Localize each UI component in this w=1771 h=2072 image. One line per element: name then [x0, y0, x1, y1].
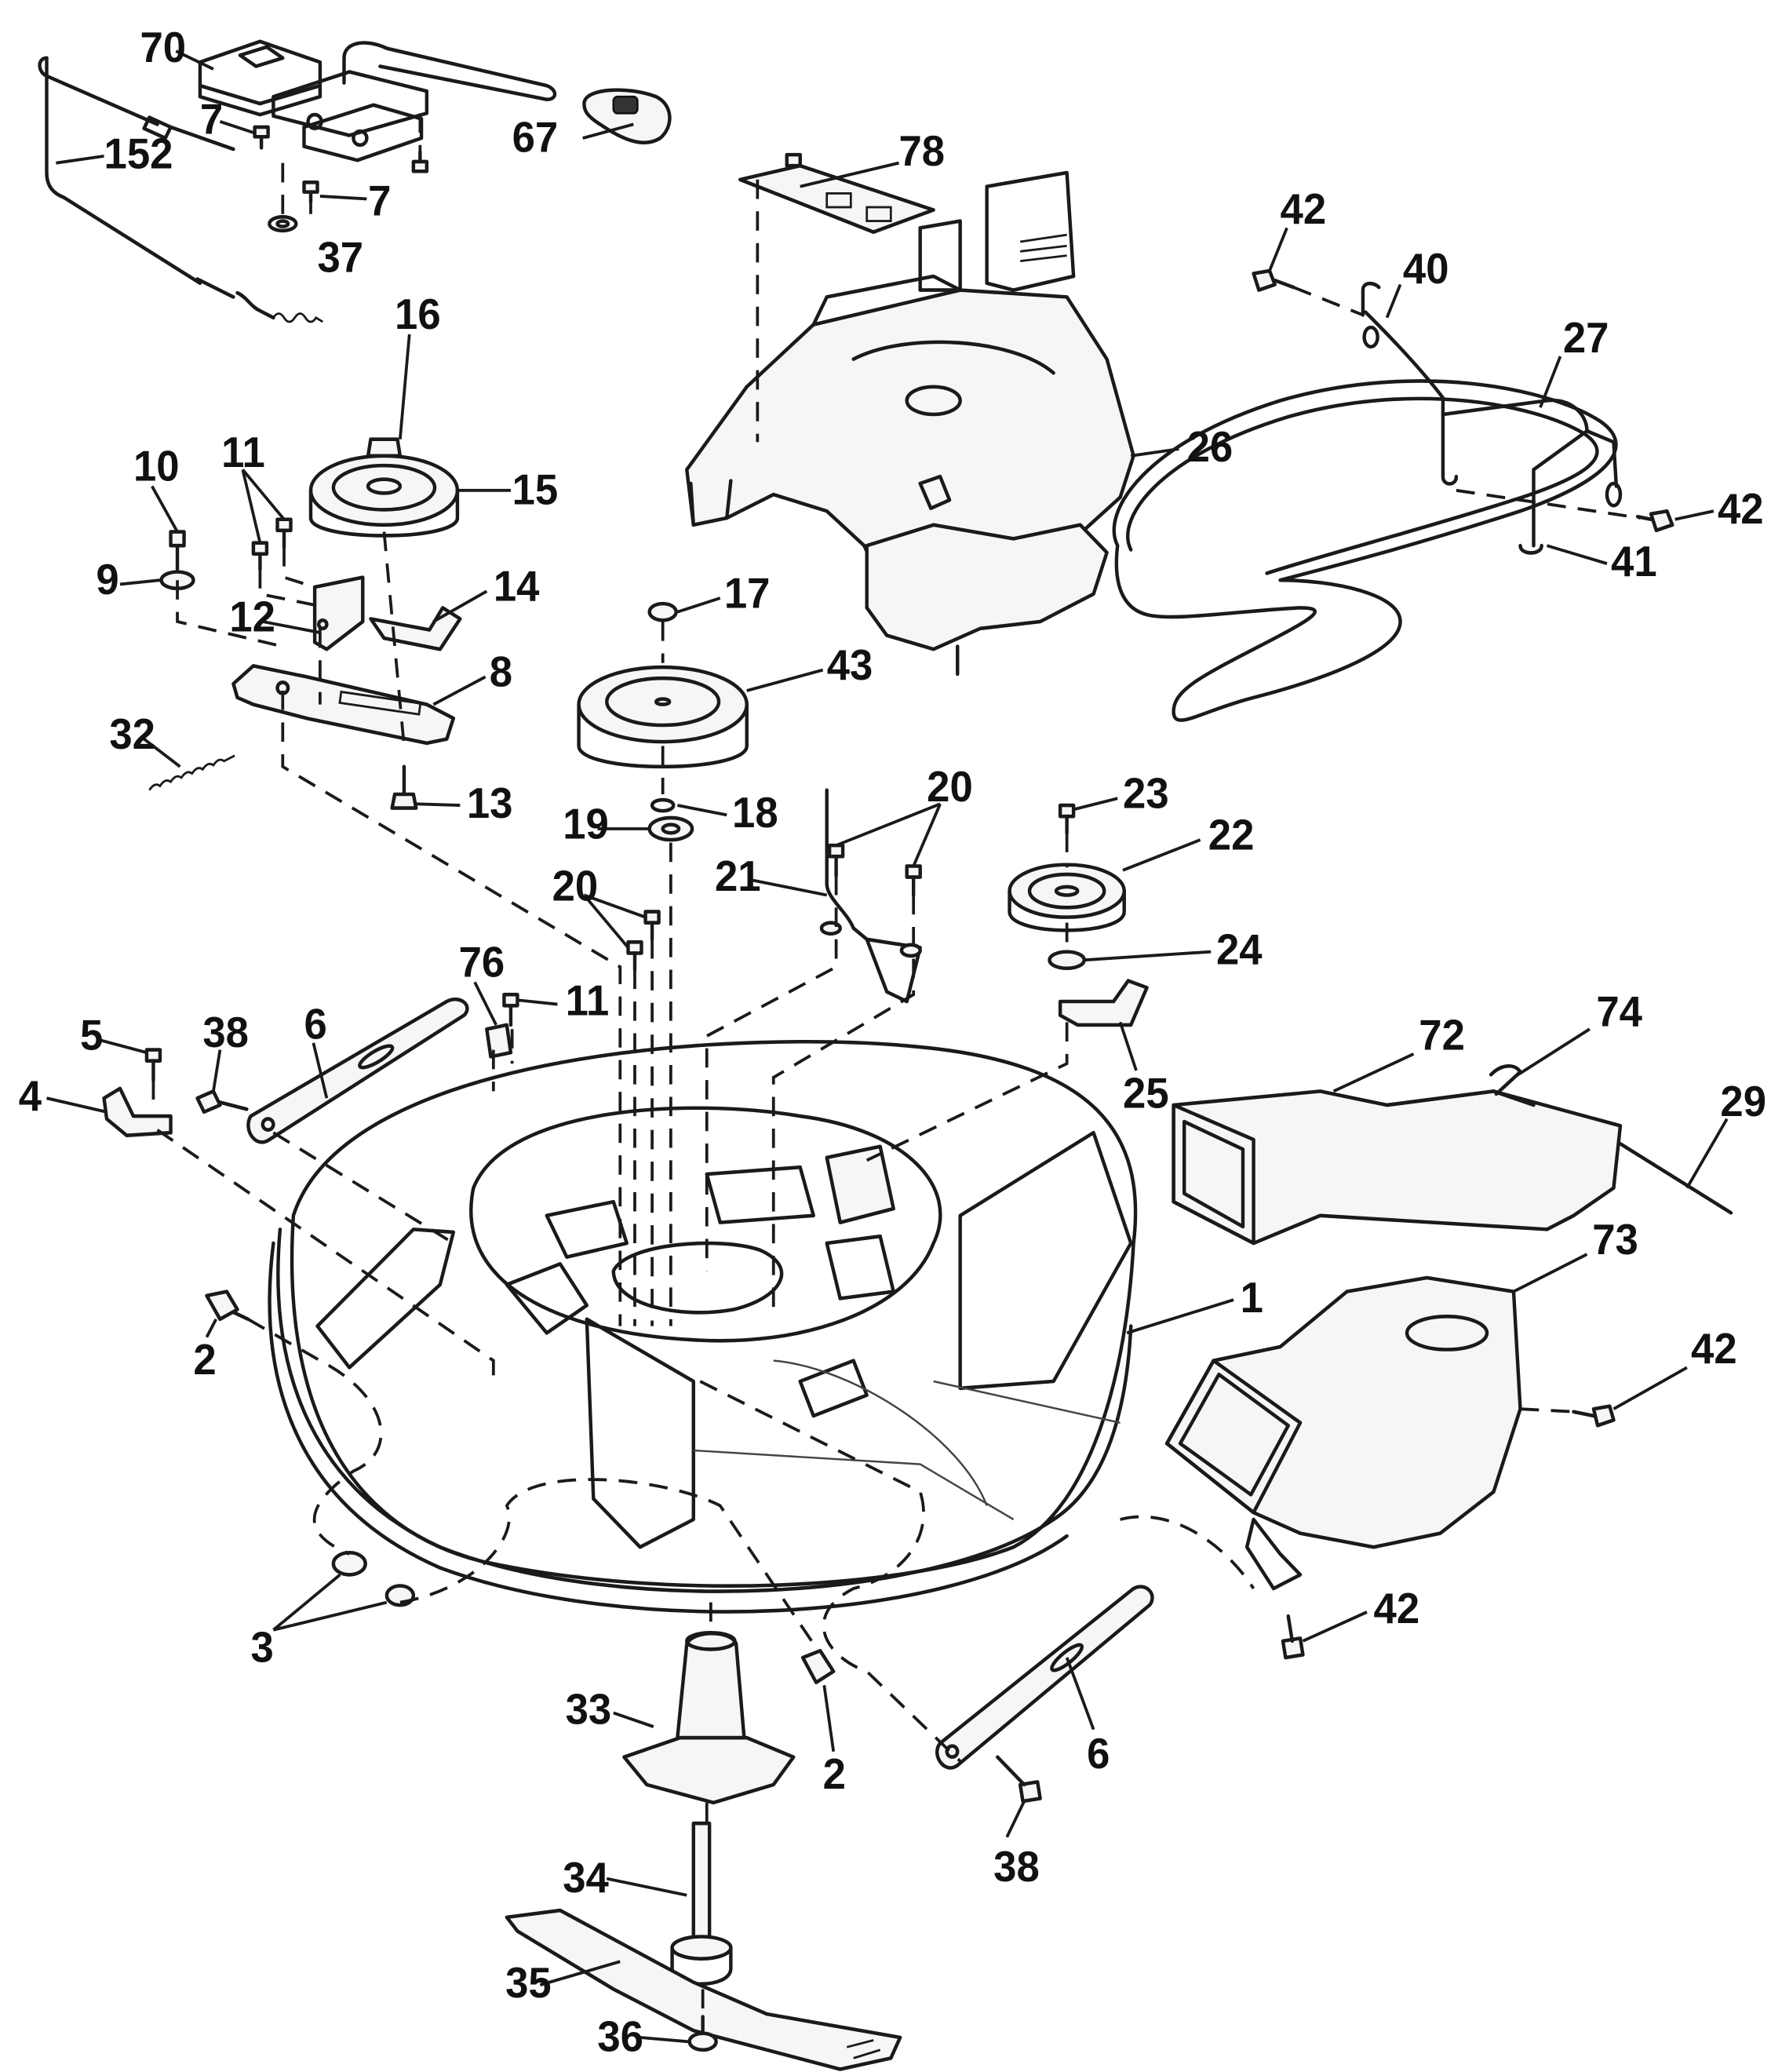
bracket-4 — [102, 1086, 173, 1138]
callout-40: 40 — [1403, 245, 1449, 293]
callout-24: 24 — [1216, 926, 1263, 974]
callout-11: 11 — [566, 977, 610, 1025]
callout-42: 42 — [1718, 485, 1764, 533]
bolt-13 — [390, 764, 418, 810]
idler-arm-8 — [231, 664, 456, 746]
washer-37 — [268, 215, 298, 233]
bracket-25 — [1058, 979, 1149, 1027]
callout-7: 7 — [200, 96, 223, 144]
callout-23: 23 — [1123, 770, 1169, 818]
callout-36: 36 — [597, 2013, 643, 2061]
height-bracket-76 — [485, 992, 519, 1059]
deck-lift-bracket — [198, 39, 557, 162]
callout-152: 152 — [104, 130, 173, 178]
spring-32 — [148, 754, 235, 791]
idler-bracket-12 — [312, 575, 365, 651]
callout-15: 15 — [512, 466, 559, 514]
knob-67 — [582, 88, 672, 145]
callout-12: 12 — [229, 593, 275, 640]
callout-38: 38 — [202, 1009, 249, 1056]
callout-18: 18 — [732, 789, 778, 837]
callout-10: 10 — [133, 443, 180, 491]
idler-pulley-22 — [1008, 863, 1126, 932]
callout-20: 20 — [927, 763, 973, 811]
callout-27: 27 — [1563, 314, 1609, 362]
link-6-top — [246, 998, 469, 1144]
callout-20: 20 — [552, 863, 599, 910]
link-6-bottom — [935, 1585, 1154, 1770]
deck-cover-26 — [685, 170, 1135, 677]
pulley-43 — [577, 665, 749, 768]
callout-32: 32 — [109, 710, 155, 758]
callout-13: 13 — [467, 779, 513, 827]
bolt-7-left — [253, 125, 270, 150]
callout-9: 9 — [96, 556, 118, 604]
callout-11: 11 — [221, 429, 265, 476]
callout-42: 42 — [1374, 1585, 1420, 1632]
idler-arm-21 — [819, 788, 922, 1004]
callout-33: 33 — [566, 1686, 612, 1734]
callout-16: 16 — [395, 290, 441, 338]
nut-17 — [647, 601, 678, 622]
idler-pulley-15 — [308, 437, 460, 538]
chute-72 — [1172, 1089, 1623, 1246]
deck-plate-78 — [738, 152, 935, 234]
callout-34: 34 — [563, 1854, 609, 1902]
callout-5: 5 — [80, 1012, 103, 1060]
callout-43: 43 — [827, 641, 873, 689]
assembly-dashed-lines — [151, 113, 1641, 2017]
bearing-18-19 — [647, 797, 694, 842]
callout-3: 3 — [251, 1623, 274, 1671]
callout-26: 26 — [1187, 423, 1234, 471]
callout-6: 6 — [1087, 1730, 1110, 1778]
callout-35: 35 — [505, 1959, 552, 2007]
deck-shell-1 — [268, 1040, 1138, 1614]
blade-bolt-36 — [687, 2015, 718, 2052]
callout-38: 38 — [993, 1843, 1040, 1891]
callout-78: 78 — [898, 127, 945, 175]
bolts-42-chute — [1281, 1404, 1616, 1660]
callout-labels: 70 7 7 152 37 67 78 42 40 27 42 41 26 16… — [19, 24, 1766, 2060]
callout-29: 29 — [1720, 1078, 1766, 1125]
bolt-38-bottom — [996, 1755, 1042, 1804]
callout-37: 37 — [317, 234, 363, 282]
callout-72: 72 — [1419, 1012, 1465, 1060]
callout-22: 22 — [1208, 812, 1255, 859]
bolt-7-right — [302, 150, 429, 204]
callout-4: 4 — [19, 1072, 42, 1120]
callout-2: 2 — [823, 1750, 846, 1798]
bolts-10-11 — [159, 517, 293, 591]
drive-belt-27 — [1112, 379, 1618, 722]
spindle-shaft-34 — [670, 1821, 733, 1986]
callout-8: 8 — [490, 648, 512, 696]
lift-rod-152 — [38, 56, 323, 323]
callout-19: 19 — [563, 800, 609, 848]
callout-73: 73 — [1592, 1216, 1638, 1264]
spindle-housing-33 — [622, 1631, 796, 1805]
nuts-3 — [331, 1550, 416, 1607]
callout-21: 21 — [715, 852, 761, 900]
callout-42: 42 — [1281, 185, 1327, 233]
callout-42: 42 — [1691, 1325, 1737, 1373]
belt-guide-rod-40-41 — [1361, 281, 1623, 555]
callout-14: 14 — [494, 563, 540, 611]
callout-41: 41 — [1611, 538, 1657, 585]
callout-1: 1 — [1241, 1274, 1263, 1322]
chute-73 — [1164, 1275, 1522, 1591]
pivot-pins-2 — [205, 1290, 836, 1684]
bolts-38-5 — [144, 1048, 249, 1114]
callout-leaders — [46, 49, 1729, 2044]
callout-70: 70 — [140, 24, 186, 71]
callout-25: 25 — [1123, 1070, 1169, 1118]
callout-17: 17 — [724, 570, 771, 618]
callout-6: 6 — [304, 1001, 326, 1049]
callout-7: 7 — [368, 177, 391, 225]
callout-76: 76 — [459, 938, 505, 986]
callout-67: 67 — [512, 114, 559, 162]
callout-74: 74 — [1596, 988, 1642, 1036]
callout-2: 2 — [193, 1336, 216, 1384]
